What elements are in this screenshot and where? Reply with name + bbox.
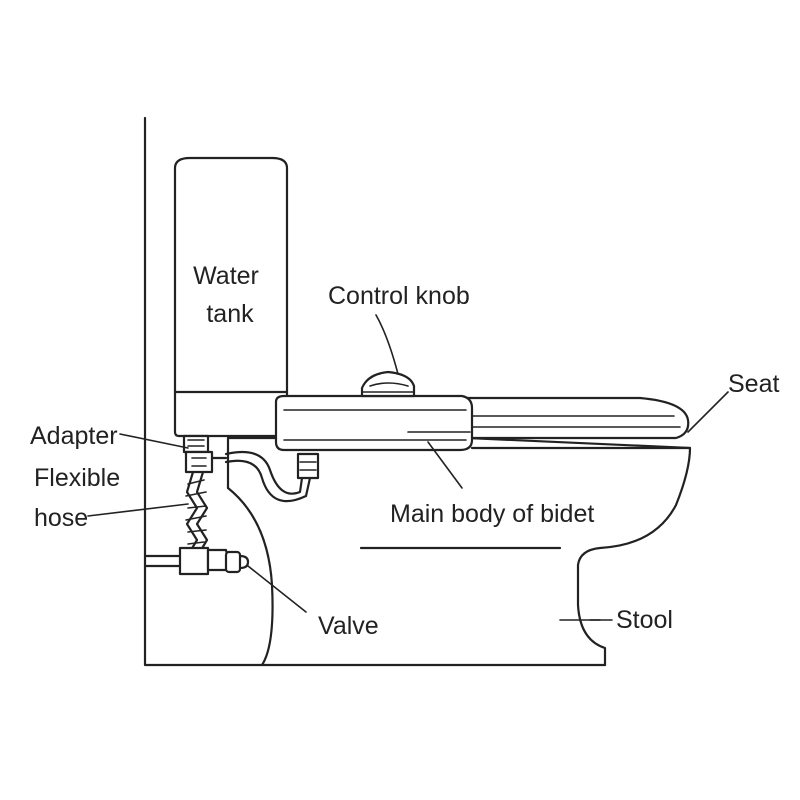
adapter-label: Adapter (30, 422, 118, 450)
seat-label: Seat (728, 370, 779, 398)
labels: Water tank Control knob Seat Adapter Fle… (30, 262, 779, 640)
control-knob-label: Control knob (328, 282, 470, 310)
main-body-label: Main body of bidet (390, 500, 594, 528)
water-tank-label-line1: Water (193, 262, 259, 290)
control-knob (360, 370, 416, 398)
plumbing (143, 434, 320, 576)
stool-label: Stool (616, 606, 673, 634)
water-tank (173, 156, 289, 438)
leader-lines (87, 314, 729, 621)
flexible-hose-label-line2: hose (34, 504, 88, 532)
flexible-hose-label-line1: Flexible (34, 464, 120, 492)
water-tank-label-line2: tank (206, 300, 254, 328)
bidet-main-body (226, 394, 474, 452)
valve-label: Valve (318, 612, 379, 640)
wall (143, 116, 607, 667)
